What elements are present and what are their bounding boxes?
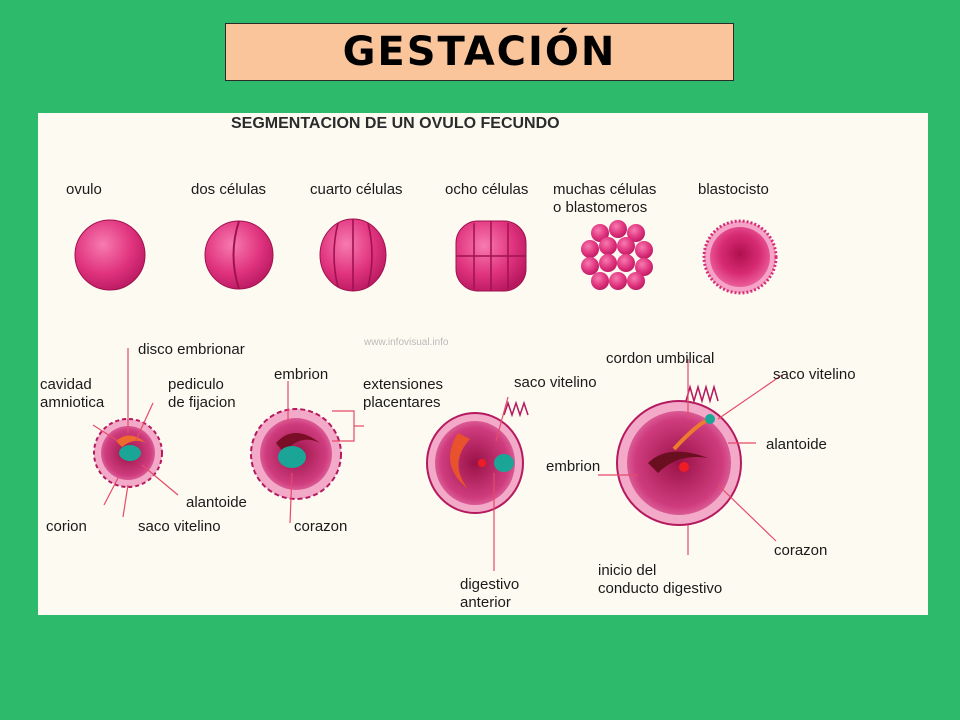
label-amniotica: amniotica <box>40 394 105 411</box>
embryo-4 <box>616 384 742 526</box>
label-corazon-2: corazon <box>774 542 827 559</box>
label-alantoide-2: alantoide <box>766 436 827 453</box>
cell-dos-celulas <box>204 220 274 290</box>
cell-blastomeros <box>581 220 653 290</box>
label-saco-vitelino-2: saco vitelino <box>514 374 597 391</box>
diagram-heading: SEGMENTACION DE UN OVULO FECUNDO <box>231 115 560 132</box>
label-ocho-celulas: ocho células <box>445 181 528 198</box>
leader-lines <box>92 348 783 571</box>
watermark: www.infovisual.info <box>363 337 449 348</box>
label-muchas-celulas: muchas células <box>553 181 656 198</box>
label-blastomeros: o blastomeros <box>553 199 647 216</box>
label-inicio-del: inicio del <box>598 562 656 579</box>
label-extensiones: extensiones <box>363 376 443 393</box>
embryo-3 <box>426 400 529 514</box>
segmentation-diagram: SEGMENTACION DE UN OVULO FECUNDO www.inf… <box>40 115 856 611</box>
label-blastocisto: blastocisto <box>698 181 769 198</box>
title-box: GESTACIÓN <box>225 23 734 81</box>
label-alantoide-1: alantoide <box>186 494 247 511</box>
cell-cuarto-celulas <box>319 218 387 292</box>
label-saco-vitelino-3: saco vitelino <box>773 366 856 383</box>
label-saco-vitelino-1: saco vitelino <box>138 518 221 535</box>
cell-blastocisto <box>702 219 778 295</box>
label-embrion-2: embrion <box>546 458 600 475</box>
label-cordon-umbilical: cordon umbilical <box>606 350 714 367</box>
label-corazon-1: corazon <box>294 518 347 535</box>
cell-ocho-celulas <box>455 220 527 292</box>
diagram-panel: SEGMENTACION DE UN OVULO FECUNDO www.inf… <box>38 113 928 615</box>
label-cavidad: cavidad <box>40 376 92 393</box>
page-title: GESTACIÓN <box>342 29 617 75</box>
label-embrion-1: embrion <box>274 366 328 383</box>
cell-ovulo <box>74 219 146 291</box>
label-digestivo: digestivo <box>460 576 519 593</box>
label-cuarto-celulas: cuarto células <box>310 181 403 198</box>
label-ovulo: ovulo <box>66 181 102 198</box>
label-de-fijacion: de fijacion <box>168 394 236 411</box>
label-conducto-digestivo: conducto digestivo <box>598 580 722 597</box>
embryo-2 <box>250 408 342 500</box>
label-pediculo: pediculo <box>168 376 224 393</box>
label-placentares: placentares <box>363 394 441 411</box>
label-corion: corion <box>46 518 87 535</box>
label-anterior: anterior <box>460 594 511 611</box>
label-disco-embrionar: disco embrionar <box>138 341 245 358</box>
label-dos-celulas: dos células <box>191 181 266 198</box>
